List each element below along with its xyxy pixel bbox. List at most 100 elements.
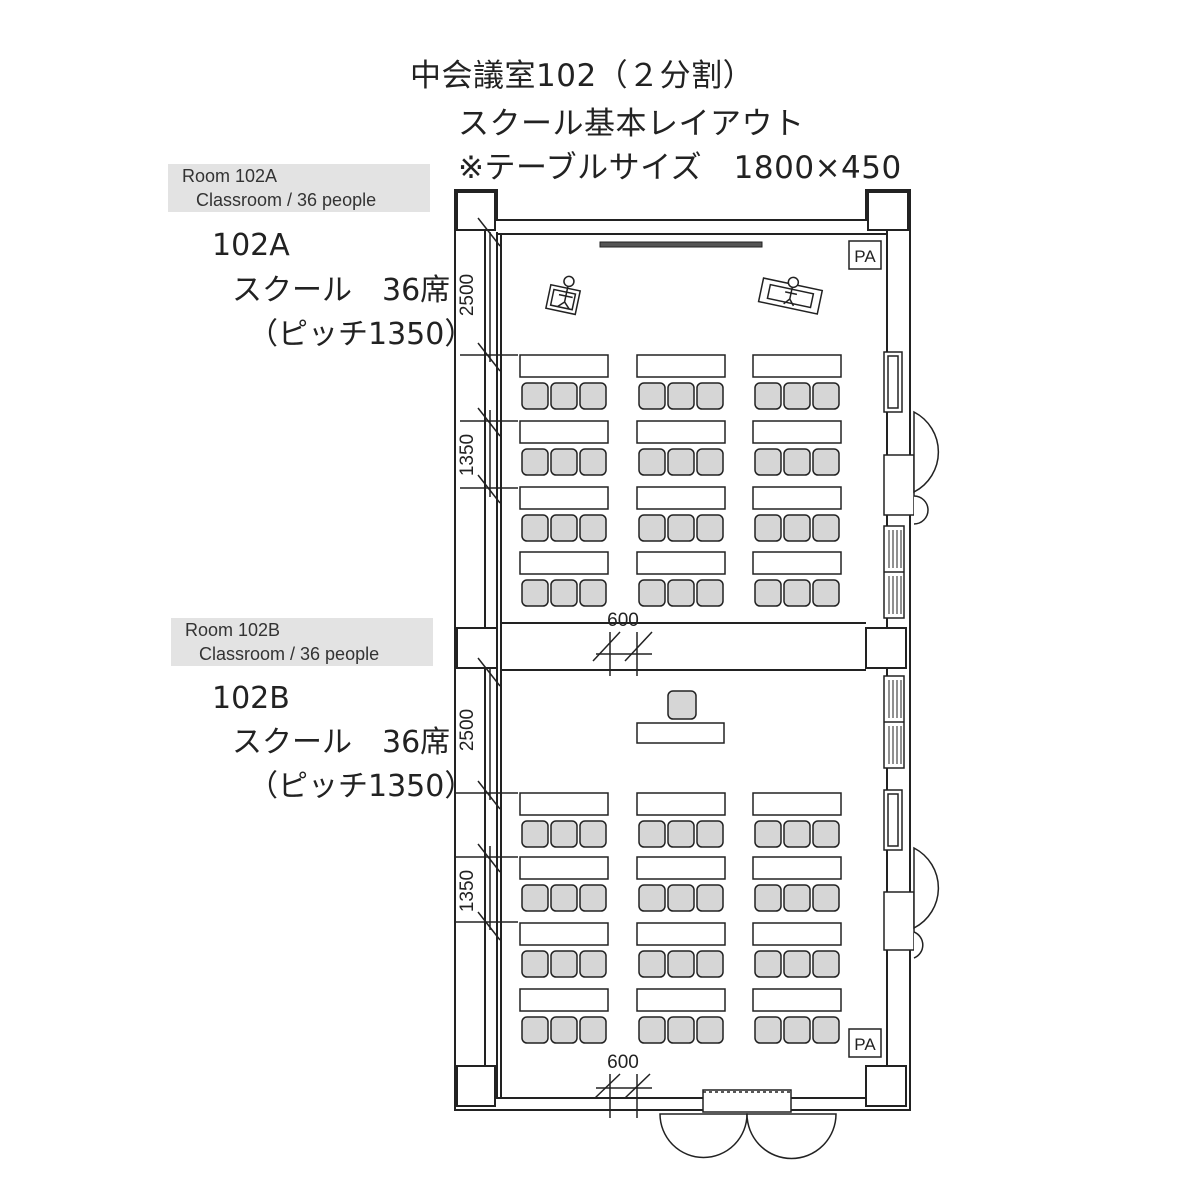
chair — [550, 448, 578, 476]
chair — [550, 514, 578, 542]
chair — [812, 884, 840, 912]
chair — [696, 579, 724, 607]
chair — [696, 884, 724, 912]
chair — [550, 579, 578, 607]
chair — [521, 820, 549, 848]
table — [752, 792, 842, 816]
desk-set-b-r3-c1 — [519, 922, 609, 978]
chair — [550, 1016, 578, 1044]
desk-set-b-r4-c1 — [519, 988, 609, 1044]
chair — [812, 382, 840, 410]
chair — [638, 820, 666, 848]
vent-lines — [888, 530, 902, 764]
room-a-name: 102A — [212, 228, 290, 263]
chair — [521, 1016, 549, 1044]
columns — [456, 191, 909, 1107]
chair — [638, 382, 666, 410]
room-b-tag-capacity: Classroom / 36 people — [199, 644, 380, 664]
seating-area — [519, 354, 842, 1044]
pa-label-a: PA — [854, 247, 876, 266]
dimension-lines — [456, 217, 653, 1118]
table — [752, 551, 842, 575]
chair — [754, 448, 782, 476]
side-door-a — [883, 410, 940, 525]
chair — [638, 448, 666, 476]
chair — [696, 448, 724, 476]
chair — [754, 382, 782, 410]
desk-set-a-r1-c2 — [636, 354, 726, 410]
screen-bar — [599, 241, 763, 248]
table — [752, 486, 842, 510]
lectern-b — [636, 690, 725, 744]
dim-bottom-gap: 600 — [607, 1052, 639, 1073]
desk-set-a-r2-c1 — [519, 420, 609, 476]
chair — [550, 950, 578, 978]
chair — [638, 950, 666, 978]
room-b-tag: Room 102B Classroom / 36 people — [171, 618, 433, 666]
room-a-layout: スクール 36席 — [232, 273, 451, 308]
room-a-tag: Room 102A Classroom / 36 people — [168, 164, 430, 212]
desk-set-b-r1-c1 — [519, 792, 609, 848]
chair — [667, 382, 695, 410]
chair — [638, 514, 666, 542]
chair — [812, 1016, 840, 1044]
desk-set-a-r3-c3 — [752, 486, 842, 542]
room-b-tag-name: Room 102B — [185, 620, 281, 640]
chair — [638, 884, 666, 912]
chair — [754, 579, 782, 607]
chair — [579, 1016, 607, 1044]
chair — [754, 950, 782, 978]
desk-set-b-r1-c3 — [752, 792, 842, 848]
chair — [579, 820, 607, 848]
table — [519, 856, 609, 880]
chair — [667, 950, 695, 978]
dim-pitch-b: 1350 — [457, 870, 478, 912]
main-entrance — [659, 1089, 837, 1160]
table — [519, 551, 609, 575]
room-a-pitch: （ピッチ1350） — [248, 317, 475, 352]
chair — [812, 820, 840, 848]
desk-set-b-r3-c3 — [752, 922, 842, 978]
chair — [521, 884, 549, 912]
pa-boxes: PA PA — [848, 240, 882, 1058]
desk-set-a-r2-c2 — [636, 420, 726, 476]
chair — [696, 382, 724, 410]
desk-set-a-r3-c2 — [636, 486, 726, 542]
chair — [521, 448, 549, 476]
chair — [667, 514, 695, 542]
chair — [638, 579, 666, 607]
chair — [812, 514, 840, 542]
chair — [696, 950, 724, 978]
desk-set-b-r2-c2 — [636, 856, 726, 912]
chair — [667, 1016, 695, 1044]
chair — [521, 579, 549, 607]
desk-set-b-r3-c2 — [636, 922, 726, 978]
desk-set-b-r4-c3 — [752, 988, 842, 1044]
chair — [783, 448, 811, 476]
desk-set-b-r4-c2 — [636, 988, 726, 1044]
table — [752, 354, 842, 378]
chair — [521, 382, 549, 410]
chair — [812, 448, 840, 476]
chair — [696, 820, 724, 848]
room-b-layout: スクール 36席 — [232, 725, 451, 760]
room-b-name: 102B — [212, 681, 290, 716]
chair — [579, 579, 607, 607]
chair — [783, 514, 811, 542]
chair — [783, 1016, 811, 1044]
table — [636, 856, 726, 880]
chair — [696, 514, 724, 542]
table — [636, 354, 726, 378]
chair — [579, 514, 607, 542]
chair — [696, 1016, 724, 1044]
desk-set-a-r2-c3 — [752, 420, 842, 476]
desk-set-a-r1-c3 — [752, 354, 842, 410]
chair — [667, 820, 695, 848]
chair — [521, 514, 549, 542]
pa-box-b — [848, 1028, 882, 1058]
chair — [812, 579, 840, 607]
desk-set-a-r4-c3 — [752, 551, 842, 607]
table — [636, 988, 726, 1012]
chair — [754, 884, 782, 912]
